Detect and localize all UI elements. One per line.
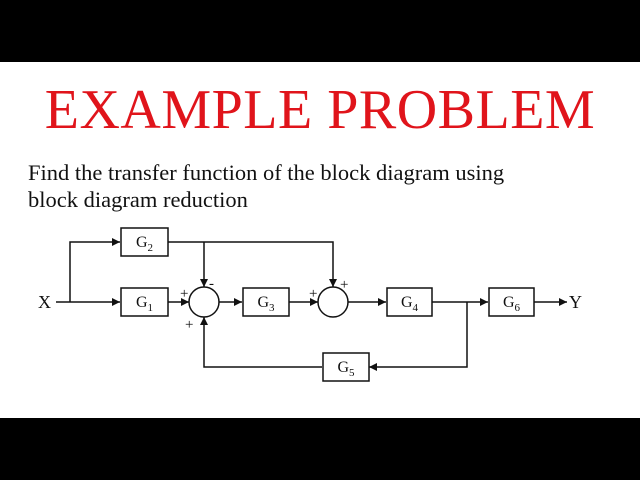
problem-statement-line-1: Find the transfer function of the block … [28,160,505,185]
block-g4-label: G4 [401,294,419,314]
output-label: Y [569,292,582,312]
input-label: X [38,292,51,312]
feedback-wire-to-g5 [369,302,468,371]
summing-junction-2 [317,286,349,318]
page-title: EXAMPLE PROBLEM [44,79,596,141]
block-g6 [488,287,535,317]
junction2-left-sign: + [309,286,317,302]
block-g3 [242,287,290,317]
summing-junction-1 [188,286,220,318]
junction1-left-sign: + [180,286,188,302]
feedback-wire-from-g5 [200,317,322,368]
block-g3-label: G3 [257,294,275,314]
block-g5-label: G5 [337,359,355,379]
block-g5 [322,352,370,382]
upper-branch-wire [69,238,120,302]
block-g4 [386,287,433,317]
problem-statement: Find the transfer function of the block … [28,159,628,213]
junction2-top-sign: + [340,277,348,293]
junction1-bottom-sign: + [185,317,193,333]
junction1-top-sign: - [209,276,214,292]
problem-statement-line-2: block diagram reduction [28,187,248,212]
block-g2-label: G2 [136,234,153,254]
block-g1-label: G1 [136,294,153,314]
block-g1 [120,287,169,317]
g2-output-wire [168,241,337,287]
block-g2 [120,227,169,257]
block-g6-label: G6 [503,294,521,314]
slide: EXAMPLE PROBLEM Find the transfer functi… [0,62,640,418]
